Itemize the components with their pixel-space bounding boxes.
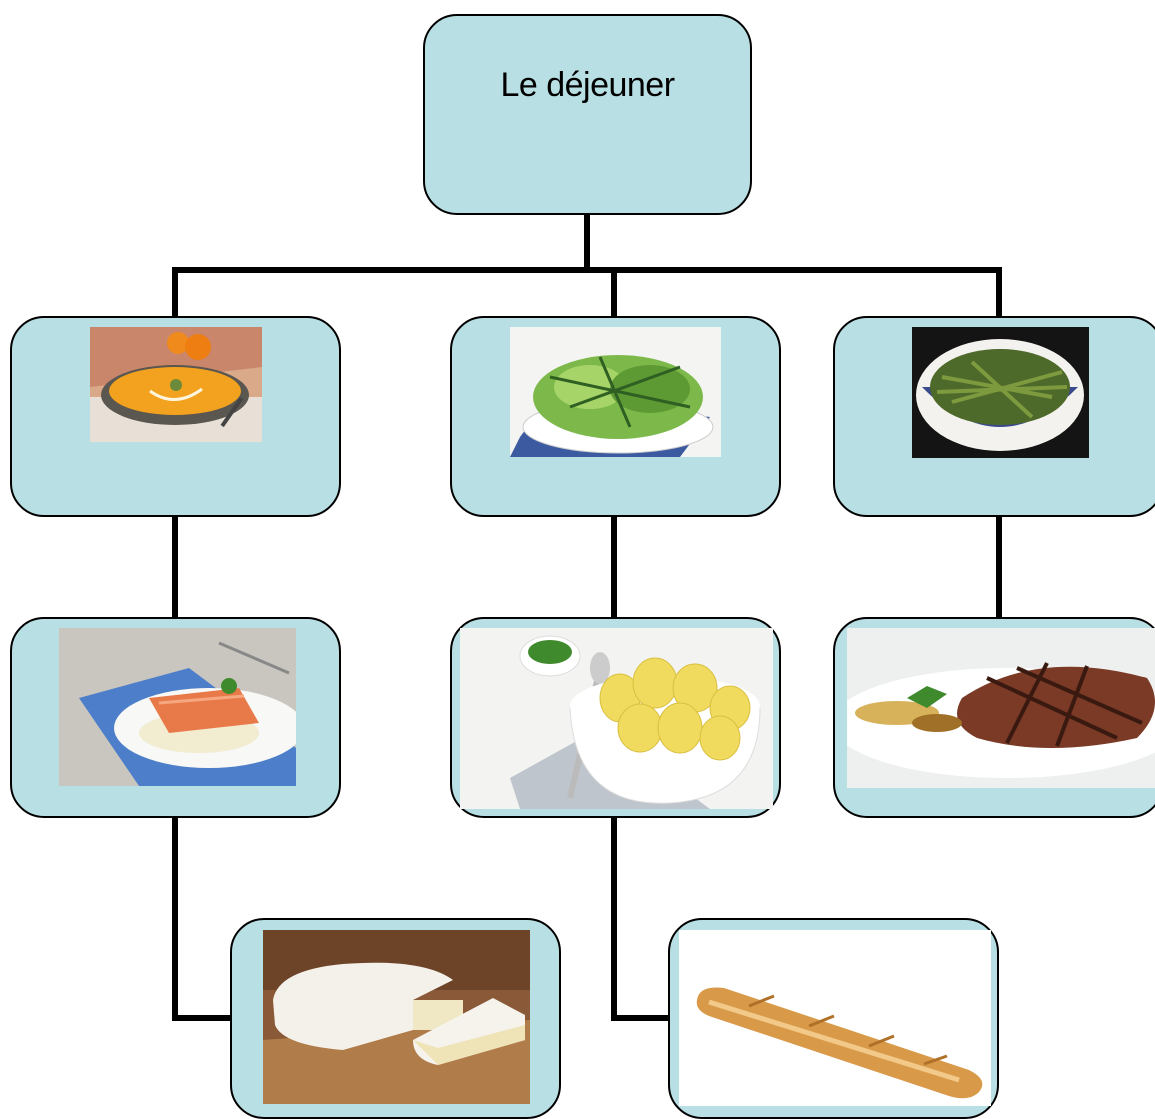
baguette-icon xyxy=(679,930,991,1106)
node-salad xyxy=(450,316,781,517)
node-beans xyxy=(833,316,1155,517)
root-node: Le déjeuner xyxy=(423,14,752,215)
grilled-steak-icon xyxy=(847,628,1155,788)
node-potatoes xyxy=(450,617,781,818)
boiled-potatoes-icon xyxy=(460,628,773,809)
green-salad-icon xyxy=(510,327,721,457)
green-beans-icon xyxy=(912,327,1089,458)
node-salmon xyxy=(10,617,341,818)
node-cheese xyxy=(230,918,561,1119)
node-bread xyxy=(668,918,999,1119)
node-soup xyxy=(10,316,341,517)
root-title: Le déjeuner xyxy=(500,66,675,104)
node-steak xyxy=(833,617,1155,818)
camembert-cheese-icon xyxy=(263,930,530,1104)
pumpkin-soup-icon xyxy=(90,327,262,442)
salmon-fillet-icon xyxy=(59,628,296,786)
